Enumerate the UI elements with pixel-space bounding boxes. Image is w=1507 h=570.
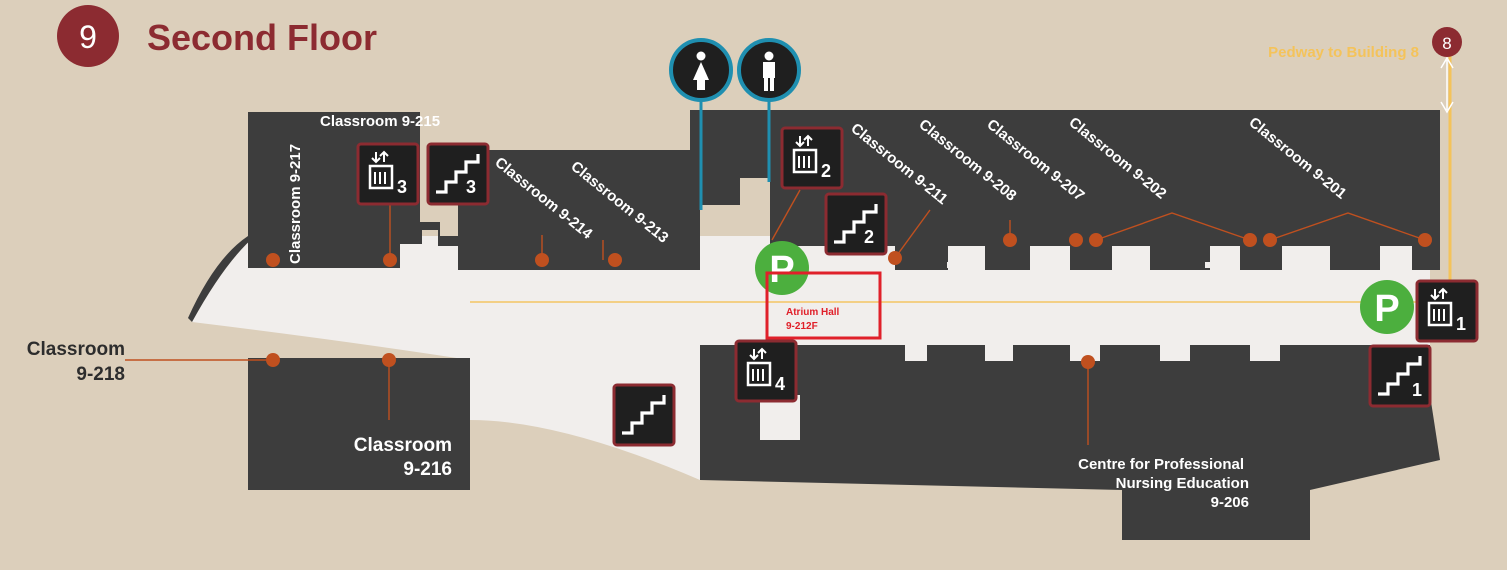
room-label-9-216-line2: 9-216 [403, 459, 452, 480]
svg-text:P: P [769, 249, 794, 291]
pedway-label[interactable]: Pedway to Building 8 [1268, 44, 1419, 61]
pin-9-202a[interactable] [1089, 233, 1103, 247]
pin-9-201a[interactable] [1263, 233, 1277, 247]
room-label-9-216-line1: Classroom [354, 435, 452, 456]
building-badge: 9 [57, 5, 119, 67]
pin-9-208[interactable] [1003, 233, 1017, 247]
building-8-badge[interactable]: 8 [1432, 27, 1462, 57]
building-number: 9 [79, 19, 97, 55]
pin-9-214[interactable] [535, 253, 549, 267]
door-insets [947, 262, 1404, 268]
svg-text:3: 3 [466, 177, 476, 197]
room-label-9-206-line2: Nursing Education [1116, 475, 1249, 492]
elevator-3-icon[interactable]: 3 [356, 142, 420, 206]
elevator-2-icon[interactable]: 2 [780, 126, 844, 190]
stairs-3-icon[interactable]: 3 [426, 142, 490, 206]
parking-left-icon[interactable]: P [755, 241, 809, 295]
corridor-notches [760, 345, 1280, 440]
pin-9-202b[interactable] [1243, 233, 1257, 247]
pin-9-211[interactable] [888, 251, 902, 265]
room-label-9-217: Classroom 9-217 [287, 144, 304, 264]
parking-right-icon[interactable]: P [1360, 280, 1414, 334]
stairs-1-icon[interactable]: 1 [1368, 344, 1432, 408]
svg-text:8: 8 [1442, 34, 1451, 53]
svg-text:2: 2 [821, 161, 831, 181]
room-pins [266, 233, 1432, 369]
leader-lines [125, 189, 1426, 445]
pin-9-215[interactable] [383, 253, 397, 267]
svg-text:3: 3 [397, 177, 407, 197]
pin-9-217[interactable] [266, 253, 280, 267]
pin-9-218[interactable] [266, 353, 280, 367]
elevator-4-icon[interactable]: 4 [734, 339, 798, 403]
svg-text:4: 4 [775, 374, 785, 394]
washroom-men-icon[interactable] [737, 38, 801, 102]
svg-text:2: 2 [864, 227, 874, 247]
pin-9-206[interactable] [1081, 355, 1095, 369]
atrium-hall-label: Atrium Hall [786, 307, 840, 318]
washroom-women-icon[interactable] [669, 38, 733, 102]
pin-9-207[interactable] [1069, 233, 1083, 247]
room-label-9-206-line3: 9-206 [1211, 494, 1249, 511]
svg-text:1: 1 [1456, 314, 1466, 334]
stairs-icon[interactable] [612, 383, 676, 447]
atrium-hall-number: 9-212F [786, 321, 818, 332]
stairs-2-icon[interactable]: 2 [824, 192, 888, 256]
floor-title: Second Floor [147, 17, 377, 58]
pin-9-201b[interactable] [1418, 233, 1432, 247]
room-label-9-218-line1: Classroom [27, 339, 125, 360]
pin-9-213[interactable] [608, 253, 622, 267]
elevator-1-icon[interactable]: 1 [1415, 279, 1479, 343]
room-label-9-215: Classroom 9-215 [320, 113, 440, 130]
pin-9-216[interactable] [382, 353, 396, 367]
room-label-9-206-line1: Centre for Professional [1078, 456, 1244, 473]
svg-text:P: P [1374, 288, 1399, 330]
room-label-9-218-line2: 9-218 [76, 364, 125, 385]
svg-text:1: 1 [1412, 380, 1422, 400]
atrium-hall-highlight[interactable] [765, 271, 882, 340]
atrium-floor [192, 236, 1430, 480]
